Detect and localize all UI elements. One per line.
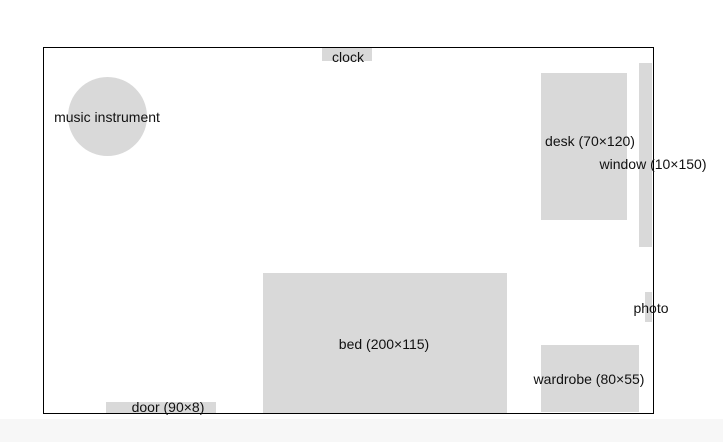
wardrobe-shape[interactable] — [541, 345, 639, 412]
window-label: window (10×150) — [599, 156, 707, 172]
clock-shape[interactable] — [322, 48, 372, 61]
photo-label: photo — [633, 300, 669, 316]
desk-shape[interactable] — [541, 73, 627, 220]
desk-label: desk (70×120) — [545, 133, 635, 149]
bed-label: bed (200×115) — [338, 336, 430, 352]
bottom-band — [0, 419, 723, 442]
music-instrument-shape[interactable] — [68, 77, 147, 156]
music-instrument-label: music instrument — [54, 109, 160, 125]
window-shape[interactable] — [639, 63, 652, 247]
door-shape[interactable] — [106, 402, 216, 413]
door-label: door (90×8) — [131, 399, 205, 415]
wardrobe-label: wardrobe (80×55) — [533, 371, 645, 387]
bed-shape[interactable] — [263, 273, 507, 413]
clock-label: clock — [332, 49, 364, 65]
photo-shape[interactable] — [645, 292, 652, 322]
